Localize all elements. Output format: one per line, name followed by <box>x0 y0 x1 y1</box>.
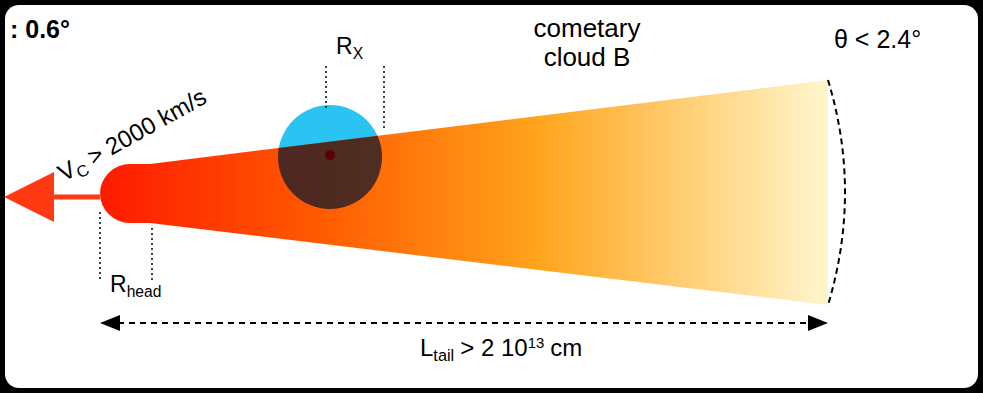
cyan-cap <box>278 105 382 209</box>
label-text: > 2 10 <box>460 334 527 361</box>
radius-label: Rhead <box>110 272 161 300</box>
rx-dotted-line <box>383 66 385 130</box>
label-text: head <box>127 283 162 300</box>
velocity-arrow <box>44 195 100 200</box>
length-label: Ltail > 2 1013 cm <box>420 335 582 365</box>
angle-arc <box>828 80 845 305</box>
label-text: cometary cloud B <box>534 13 641 72</box>
label-text: X <box>353 45 363 62</box>
length-line <box>118 322 810 324</box>
label-text: cm <box>550 334 582 361</box>
label-text: L <box>420 334 433 361</box>
radius-label: RX <box>336 34 363 62</box>
cometary-tail <box>100 80 828 305</box>
length-arrowhead <box>100 315 120 331</box>
label-text: θ < 2.4° <box>834 25 921 53</box>
label-text: tail <box>433 346 454 364</box>
dark-disk <box>278 105 382 209</box>
label-text: R <box>110 271 127 297</box>
label-text: R <box>336 33 353 59</box>
label-text: 13 <box>528 335 545 351</box>
angle-label: θ < 2.4° <box>834 26 921 54</box>
rhead-dotted-line <box>99 212 101 280</box>
panel <box>5 5 978 388</box>
rx-dotted-line <box>325 66 327 108</box>
rhead-dotted-line <box>151 228 153 280</box>
length-arrowhead <box>808 315 828 331</box>
center-dot <box>325 150 335 160</box>
angle-label: : 0.6° <box>10 16 70 44</box>
label-text: : 0.6° <box>10 15 70 43</box>
cloud-title: cometary cloud B <box>512 14 662 71</box>
